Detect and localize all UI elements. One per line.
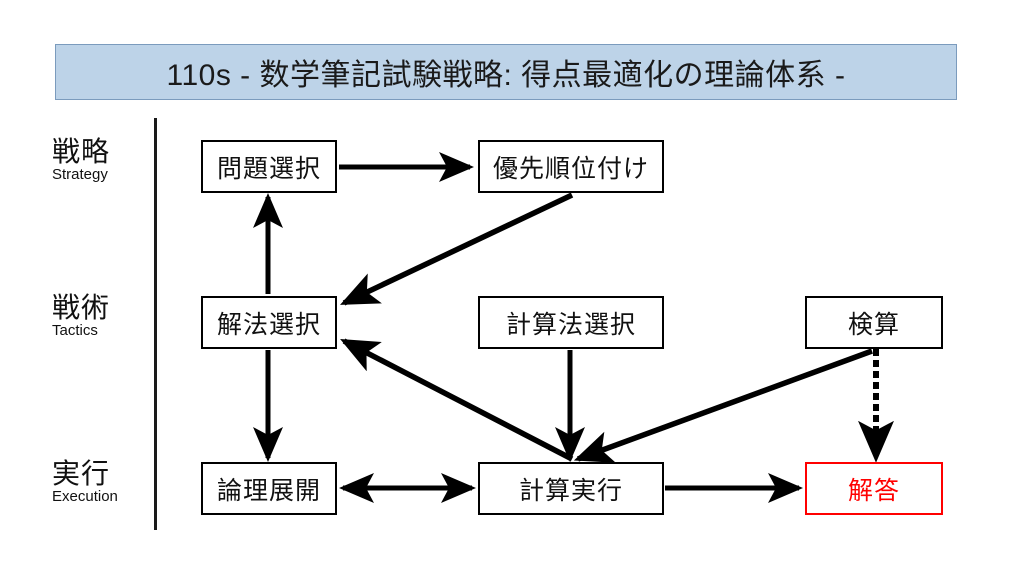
node-solution-method[interactable]: 解法選択 xyxy=(201,296,337,349)
row-axis-divider xyxy=(154,118,157,530)
node-logical-development[interactable]: 論理展開 xyxy=(201,462,337,515)
edge-calculation-execution-to-solution-method xyxy=(340,338,574,462)
diagram-title-banner: 110s - 数学筆記試験戦略: 得点最適化の理論体系 - xyxy=(55,44,957,100)
node-calculation-method[interactable]: 計算法選択 xyxy=(478,296,664,349)
node-calculation-execution-label: 計算実行 xyxy=(518,476,623,505)
row-label-tactics-jp: 戦術 xyxy=(52,292,111,323)
node-prioritization[interactable]: 優先順位付け xyxy=(478,140,664,193)
node-answer[interactable]: 解答 xyxy=(805,462,943,515)
diagram-title-text: 110s - 数学筆記試験戦略: 得点最適化の理論体系 - xyxy=(166,59,846,92)
edge-prioritization-to-solution-method xyxy=(340,192,574,306)
row-label-execution-en: Execution xyxy=(52,488,118,506)
row-label-tactics: 戦術 Tactics xyxy=(52,293,148,339)
row-label-strategy-en: Strategy xyxy=(52,166,108,184)
node-calculation-execution[interactable]: 計算実行 xyxy=(478,462,664,515)
row-label-strategy-jp: 戦略 xyxy=(52,136,111,167)
node-problem-selection[interactable]: 問題選択 xyxy=(201,140,337,193)
row-label-tactics-en: Tactics xyxy=(52,322,98,340)
node-prioritization-label: 優先順位付け xyxy=(492,154,649,183)
row-label-strategy: 戦略 Strategy xyxy=(52,137,148,183)
node-verification-label: 検算 xyxy=(847,310,900,339)
node-problem-selection-label: 問題選択 xyxy=(216,154,321,183)
node-solution-method-label: 解法選択 xyxy=(216,310,321,339)
row-label-execution: 実行 Execution xyxy=(52,459,148,505)
node-calculation-method-label: 計算法選択 xyxy=(505,310,636,339)
node-verification[interactable]: 検算 xyxy=(805,296,943,349)
node-answer-label: 解答 xyxy=(847,476,900,505)
node-logical-development-label: 論理展開 xyxy=(216,476,321,505)
edge-verification-to-calculation-execution xyxy=(573,348,873,463)
row-label-execution-jp: 実行 xyxy=(52,458,111,489)
